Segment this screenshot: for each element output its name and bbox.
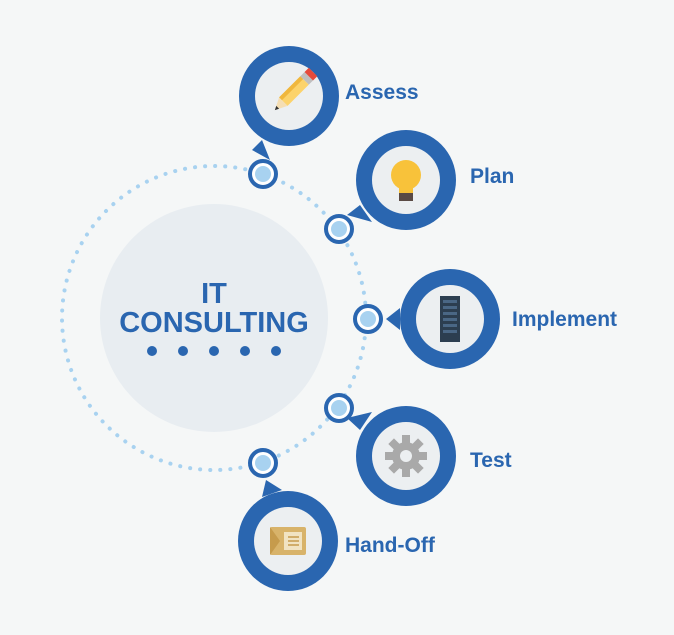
step-implement: Implement [353, 269, 617, 369]
bubble-tail [262, 480, 282, 497]
lightbulb-icon [391, 160, 421, 201]
bubble-tail [347, 205, 372, 222]
step-test: Test [324, 393, 512, 506]
step-assess: Assess [239, 46, 419, 189]
title-line1: IT [201, 278, 227, 310]
center-circle [100, 204, 328, 432]
pencil-icon [274, 67, 318, 111]
bubble-tail [386, 308, 400, 330]
folder-icon [270, 527, 306, 555]
step-label: Plan [470, 165, 514, 188]
title-dots [147, 346, 281, 356]
gear-icon [385, 435, 427, 477]
title-line2: CONSULTING [119, 307, 309, 339]
step-label: Assess [345, 81, 419, 104]
step-plan: Plan [324, 130, 514, 244]
server-icon [440, 296, 460, 342]
step-label: Implement [512, 308, 617, 331]
step-hand-off: Hand-Off [238, 448, 436, 591]
step-label: Test [470, 449, 512, 472]
bubble-tail [347, 412, 372, 430]
step-label: Hand-Off [345, 534, 436, 557]
bubble-tail [252, 140, 270, 160]
